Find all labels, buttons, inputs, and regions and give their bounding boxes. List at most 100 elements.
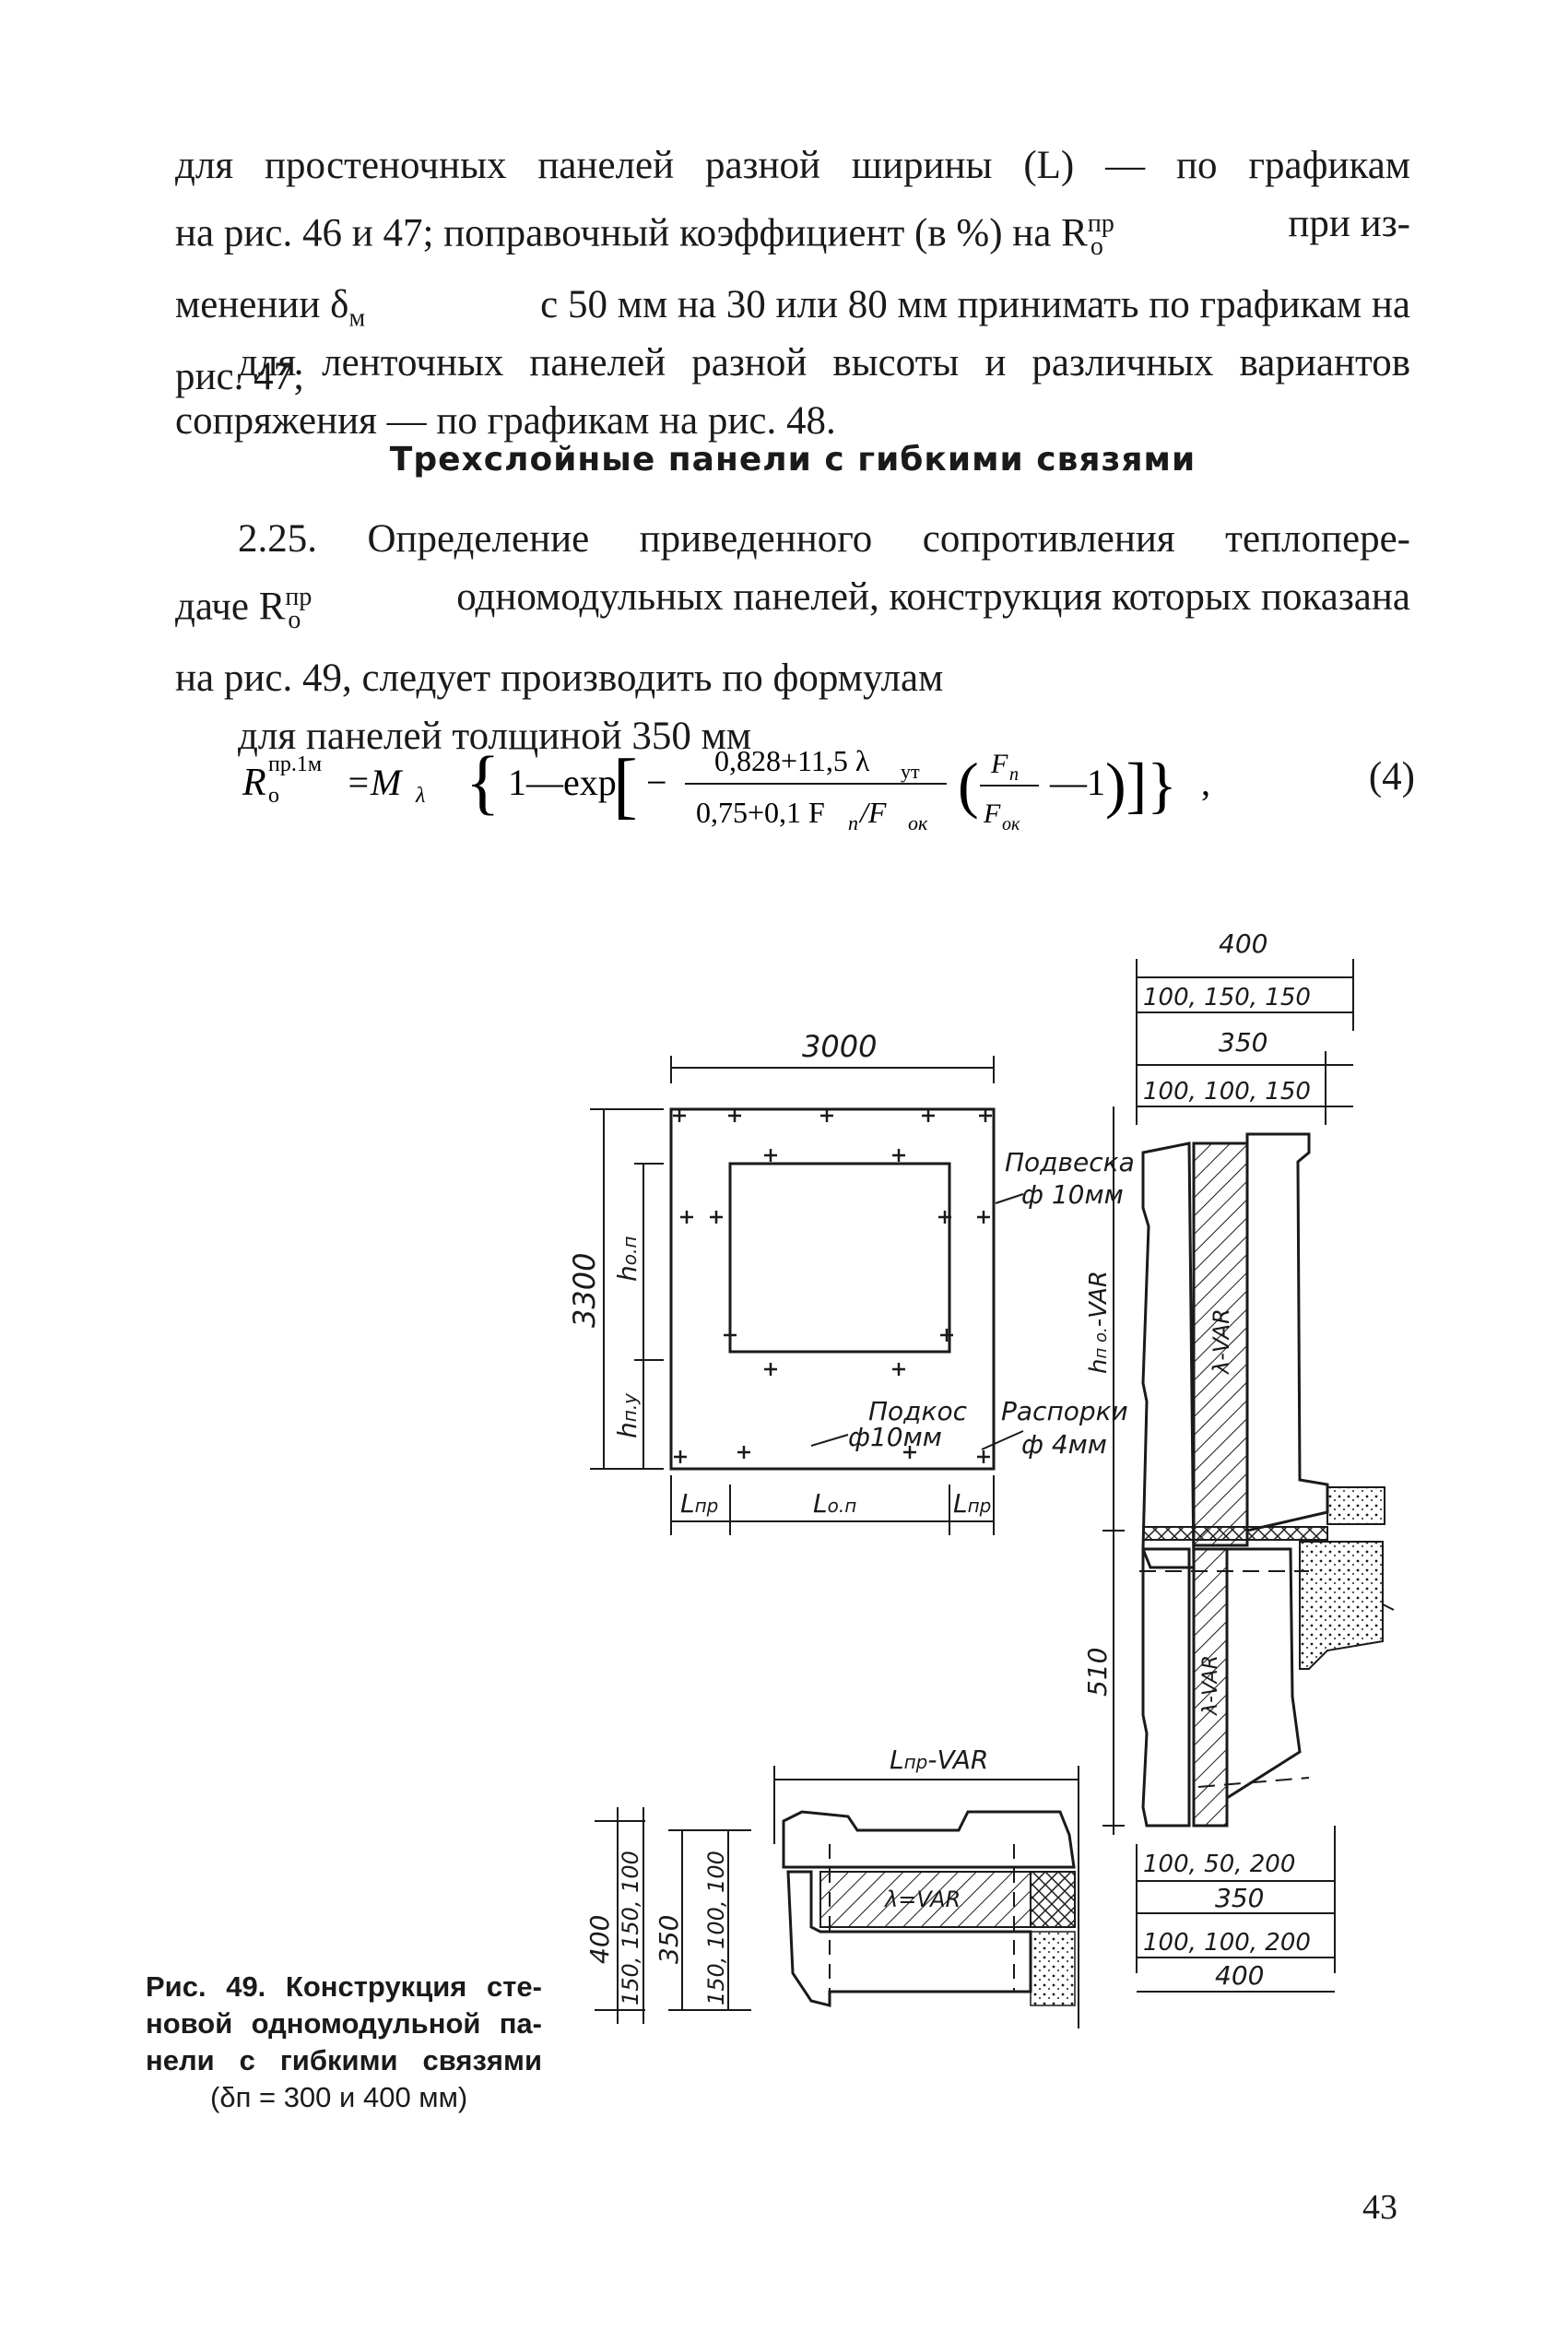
dim-lpr-var: Lпр-VAR bbox=[890, 1745, 988, 1775]
dim-top-parts: 100, 150, 150 bbox=[1143, 984, 1311, 1011]
formula-den-mid: /F bbox=[858, 796, 887, 829]
label-podkos-dia: ф10мм bbox=[848, 1422, 942, 1452]
dim-top-400: 400 bbox=[1219, 929, 1267, 959]
floor-slab bbox=[1299, 1541, 1384, 1670]
caption-line: Рис. 49. Конструкция сте- bbox=[146, 1970, 542, 2003]
text-line: на рис. 46 и 47; поправочный коэффициент… bbox=[175, 195, 1410, 276]
formula-eq: =M bbox=[346, 762, 404, 803]
label-lambda-var: λ=VAR bbox=[883, 1887, 961, 1912]
label-rasporki: Распорки bbox=[1001, 1396, 1128, 1426]
formula-number: (4) bbox=[1368, 755, 1415, 798]
formula-eq-sub: λ bbox=[415, 784, 425, 808]
formula-exp: 1—exp bbox=[508, 762, 617, 803]
label-lambda-upper: λ-VAR bbox=[1208, 1308, 1234, 1376]
text-line: сопряжения — по графикам на рис. 48. bbox=[175, 399, 836, 443]
subscript: о bbox=[288, 605, 301, 634]
formula-graphic: R пр.1м о =M λ { 1—exp [ − 0,828+11,5 λ … bbox=[242, 741, 1210, 834]
formula-paren: ( bbox=[958, 750, 979, 820]
caption-line: новой одномодульной па- bbox=[146, 2007, 542, 2040]
dim-l-op: Lо.п bbox=[813, 1488, 856, 1519]
outer-layer-lower bbox=[1141, 1547, 1191, 1827]
label-podkos: Подкос bbox=[868, 1396, 968, 1426]
inner-layer-upper bbox=[1245, 1132, 1329, 1532]
front-view bbox=[590, 1056, 1024, 1535]
text-segment: даче R bbox=[175, 585, 286, 629]
formula-frac2-den-sub: ок bbox=[1002, 814, 1020, 834]
formula-den-sub1: п bbox=[848, 811, 858, 834]
dim-l-pr-right: Lпр bbox=[953, 1488, 991, 1519]
formula-den-sub2: ок bbox=[908, 811, 928, 834]
text-line: менении δм с 50 мм на 30 или 80 мм прини… bbox=[175, 276, 1410, 348]
formula-close: )]} bbox=[1105, 750, 1177, 820]
text-line: 2.25. Определение приведенного сопротивл… bbox=[238, 517, 1410, 561]
dim-h-pu: hп.у bbox=[612, 1392, 643, 1438]
dim-510: 510 bbox=[1082, 1648, 1113, 1697]
inner-layer-lower bbox=[1225, 1547, 1302, 1801]
dim-h-var: hп о.-VAR bbox=[1085, 1271, 1113, 1374]
formula-brace: { bbox=[466, 741, 500, 822]
dim-left-400: 400 bbox=[584, 1915, 615, 1964]
front-view-labels: 3000 3300 hо.п hп.у Lпр Lо.п Lпр Подвеск… bbox=[567, 1029, 1135, 1519]
text-line: для панелей толщиной 350 мм bbox=[238, 714, 752, 758]
insulation-lower bbox=[1192, 1547, 1229, 1827]
text-segment: менении δ bbox=[175, 282, 349, 326]
paragraph-clause-2-25: 2.25. Определение приведенного сопротивл… bbox=[175, 510, 1410, 765]
label-rasporki-dia: ф 4мм bbox=[1021, 1429, 1107, 1460]
formula-frac2-num: F bbox=[990, 749, 1008, 779]
floor-layer bbox=[1326, 1486, 1385, 1525]
paragraph-walls: для простеночных панелей разной ширины (… bbox=[175, 136, 1410, 406]
text-line: рис. 47; bbox=[175, 354, 305, 398]
subscript: м bbox=[348, 303, 366, 333]
text-segment: одномодульных панелей, конструкция котор… bbox=[456, 575, 1410, 619]
joint bbox=[1142, 1526, 1328, 1541]
dim-bottom-350: 350 bbox=[1215, 1883, 1264, 1913]
text-segment: на рис. 46 и 47; поправочный коэффициент… bbox=[175, 211, 1088, 255]
dim-bottom-parts-350: 100, 50, 200 bbox=[1143, 1851, 1295, 1878]
text-line: на рис. 49, следует производить по форму… bbox=[175, 656, 944, 700]
dim-mid-350: 350 bbox=[1219, 1027, 1267, 1058]
formula-lhs: R bbox=[242, 762, 266, 804]
label-podveska: Подвеска bbox=[1005, 1147, 1135, 1177]
caption-line: нели с гибкими связями bbox=[146, 2044, 542, 2076]
superscript: пр bbox=[285, 583, 312, 611]
formula-numerator-sub: ут bbox=[901, 760, 920, 783]
formula-4: R пр.1м о =M λ { 1—exp [ − 0,828+11,5 λ … bbox=[235, 738, 1415, 839]
inner-layer bbox=[782, 1810, 1076, 1869]
caption-line: (δп = 300 и 400 мм) bbox=[210, 2081, 468, 2113]
dim-bottom-400: 400 bbox=[1215, 1960, 1264, 1991]
dim-bottom-parts-400: 100, 100, 200 bbox=[1143, 1929, 1311, 1957]
formula-numerator: 0,828+11,5 λ bbox=[714, 744, 870, 777]
subscript: о bbox=[1090, 231, 1103, 261]
formula-lhs-sup: пр.1м bbox=[268, 752, 322, 776]
text-line: для ленточных панелей разной высоты и ра… bbox=[238, 341, 1410, 384]
text-segment: с 50 мм на 30 или 80 мм принимать по гра… bbox=[540, 282, 1410, 326]
dim-3300: 3300 bbox=[567, 1253, 602, 1328]
window-opening bbox=[728, 1162, 951, 1354]
dim-left-parts-400: 150, 150, 100 bbox=[618, 1851, 643, 2005]
dim-left-parts-350: 150, 100, 100 bbox=[703, 1851, 729, 2005]
dim-3000: 3000 bbox=[802, 1029, 877, 1064]
panel-outline bbox=[669, 1107, 996, 1471]
formula-minus-one: —1 bbox=[1049, 762, 1105, 803]
formula-denominator: 0,75+0,1 F bbox=[696, 796, 825, 829]
section-right-labels: 400 100, 150, 150 350 100, 100, 150 hп о… bbox=[1082, 929, 1311, 1991]
formula-frac2-den: F bbox=[983, 798, 1001, 829]
dim-l-pr-left: Lпр bbox=[680, 1488, 718, 1519]
insulation-bottom bbox=[819, 1871, 1032, 1928]
dim-left-350: 350 bbox=[654, 1915, 684, 1964]
section-heading: Трехслойные панели с гибкими связями bbox=[389, 441, 1197, 479]
tie-markers bbox=[673, 1109, 992, 1463]
text-line: даче Rпро одномодульных панелей, констру… bbox=[175, 568, 1410, 649]
paragraph-strip-panels: для ленточных панелей разной высоты и ра… bbox=[175, 334, 1410, 450]
text-line: для простеночных панелей разной ширины (… bbox=[175, 144, 1410, 187]
formula-minus: − bbox=[646, 762, 667, 803]
dim-h-op: hо.п bbox=[612, 1236, 643, 1282]
section-bottom bbox=[595, 1766, 1079, 2029]
formula-bracket: [ bbox=[613, 745, 638, 826]
corner-insulation bbox=[1030, 1871, 1076, 1928]
formula-lhs-sub: о bbox=[268, 784, 279, 808]
outer-layer bbox=[1141, 1141, 1196, 1569]
fill-bottom bbox=[1030, 1931, 1076, 2006]
